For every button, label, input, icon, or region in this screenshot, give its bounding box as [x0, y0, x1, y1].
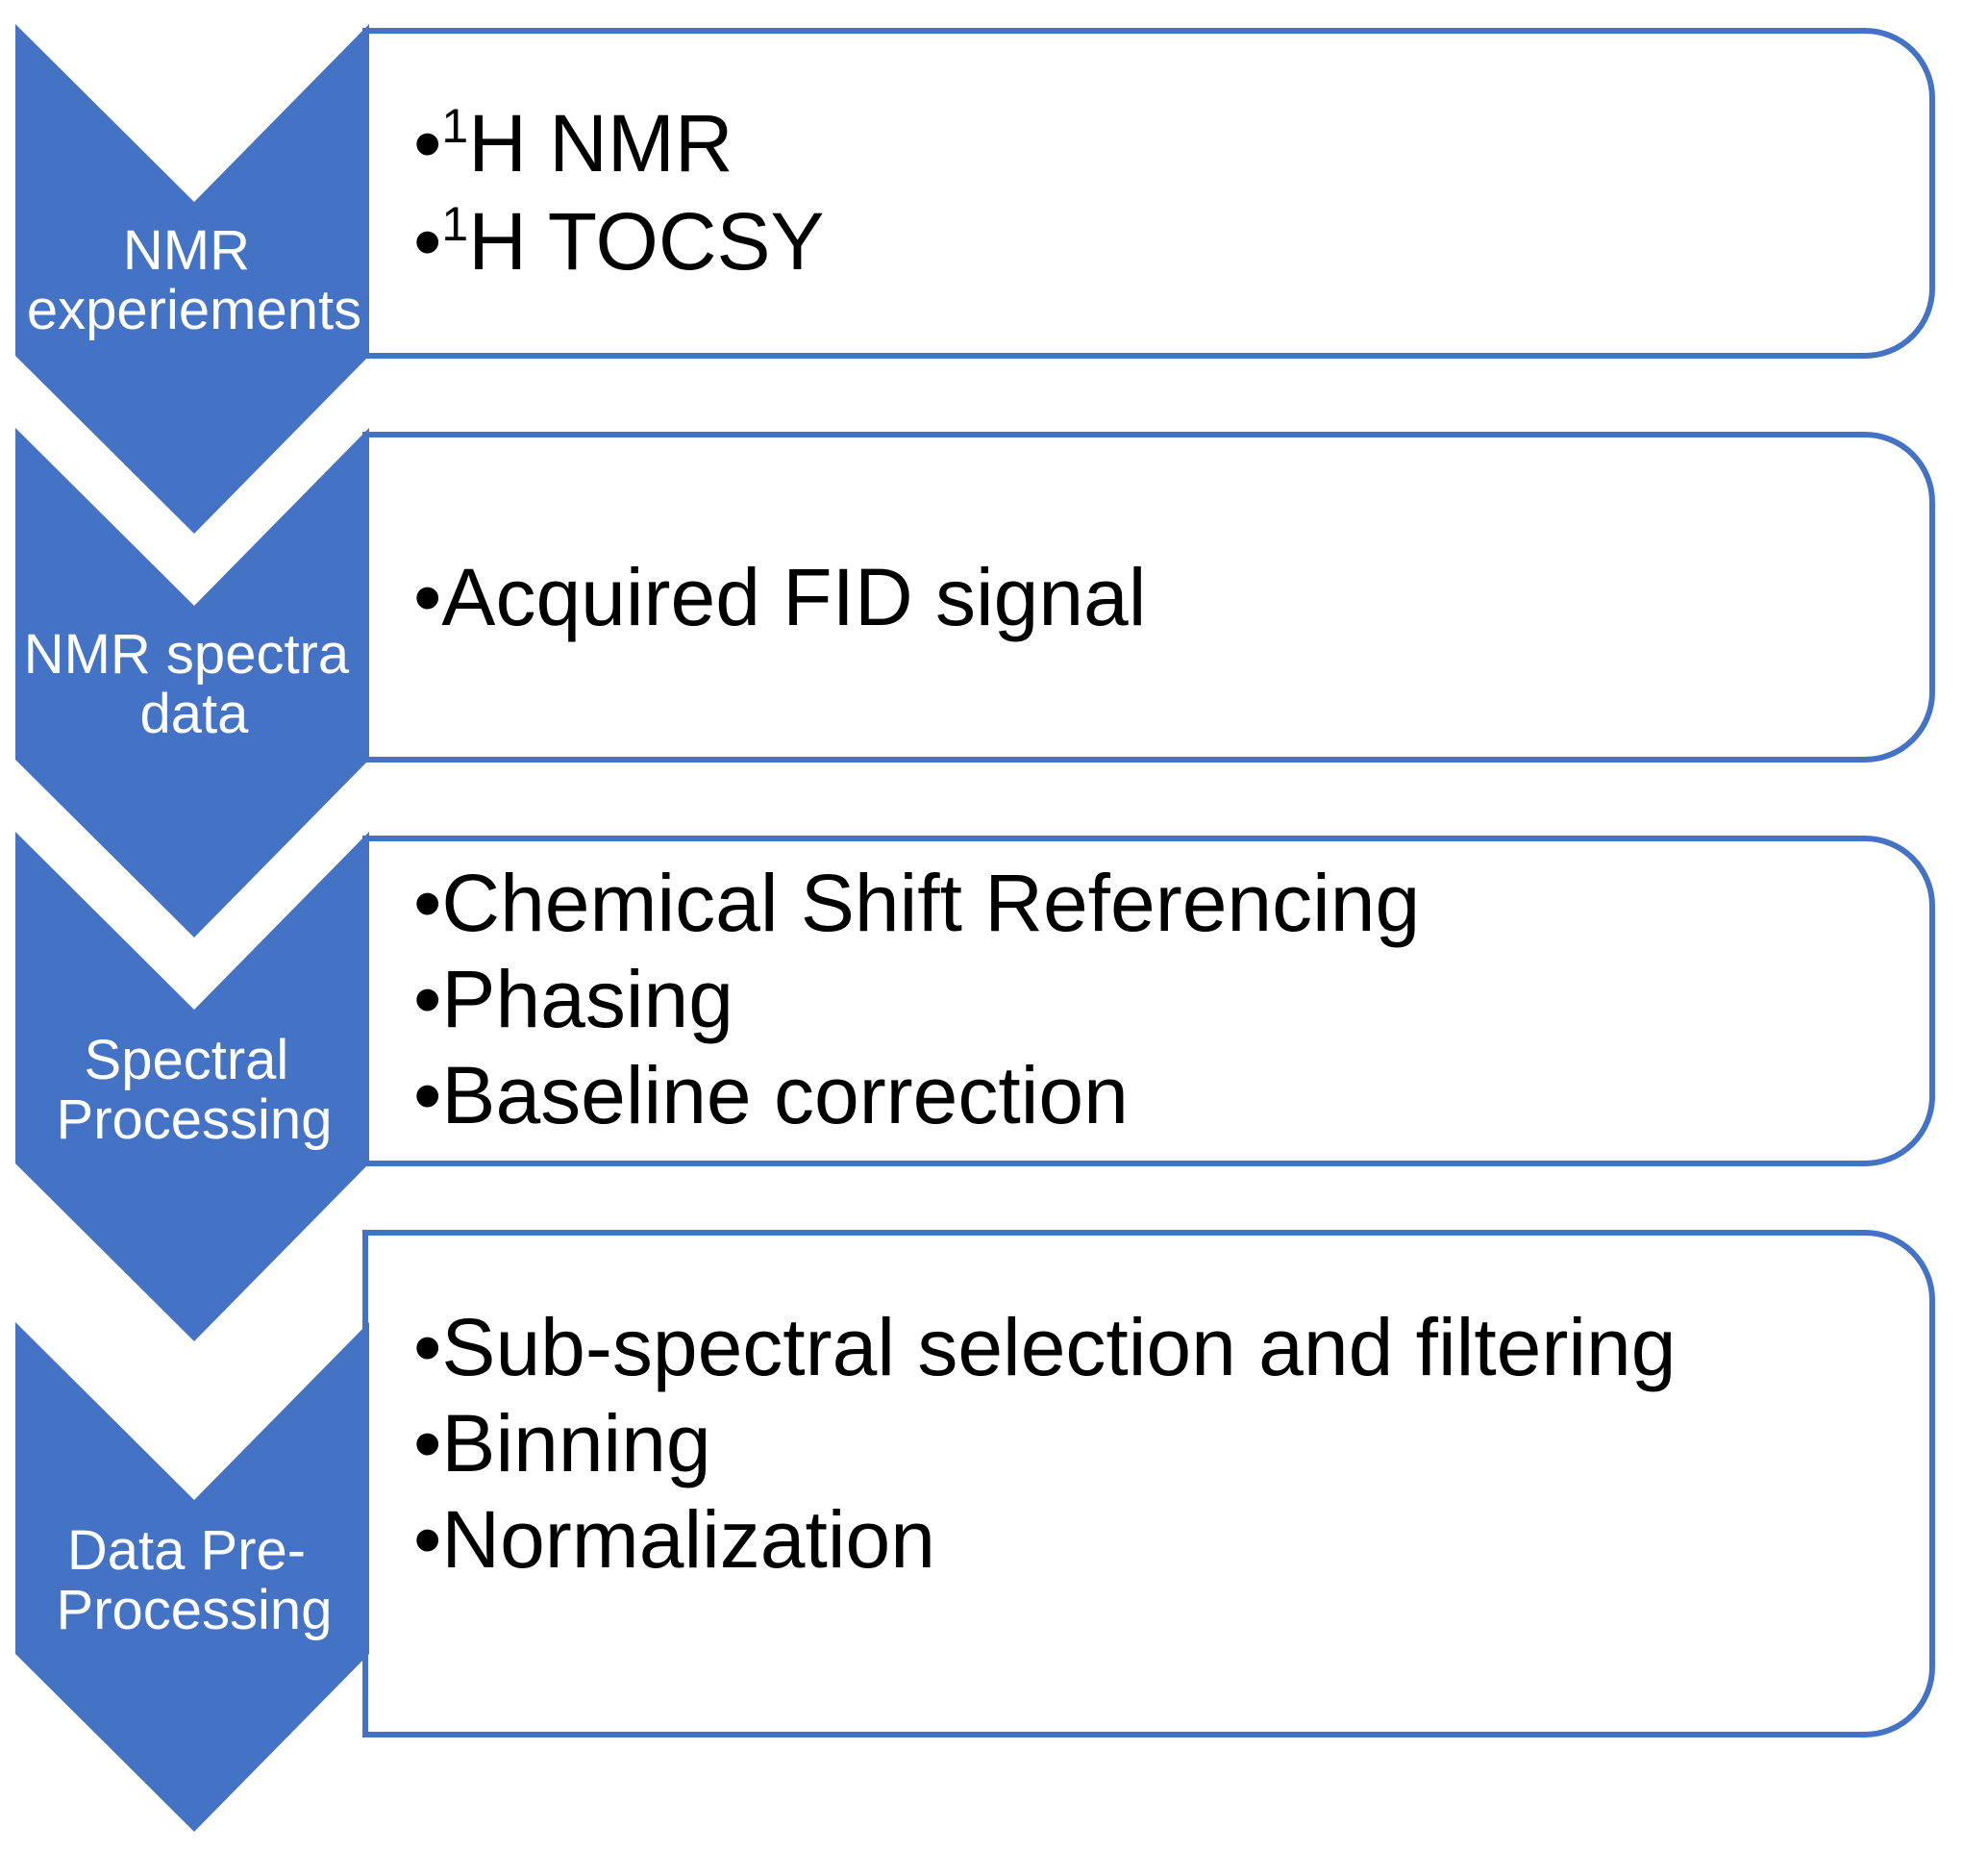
- step-nmr-spectra-data: NMR spectra data •Acquired FID signal: [15, 428, 1935, 938]
- step-1-label-line-2: experiements: [27, 279, 361, 341]
- step-4-bullet-3: •Normalization: [413, 1494, 935, 1585]
- step-spectral-processing: Spectral Processing •Chemical Shift Refe…: [15, 832, 1935, 1341]
- step-4-label: Data Pre- Processing: [57, 1519, 333, 1641]
- step-2-bullet-1: •Acquired FID signal: [413, 552, 1146, 642]
- step-4-box: [362, 1230, 1935, 1738]
- step-3-label-line-1: Spectral: [85, 1029, 289, 1091]
- step-3-chevron: [15, 832, 369, 1341]
- step-2-label: NMR spectra data: [24, 623, 365, 745]
- step-2-label-line-1: NMR spectra: [24, 623, 350, 686]
- step-4-bullet-2-text: Binning: [441, 1398, 710, 1488]
- step-3-box: [362, 836, 1935, 1166]
- step-3-bullet-1: •Chemical Shift Referencing: [413, 858, 1420, 948]
- step-4-bullet-1-text: Sub-spectral selection and filtering: [441, 1302, 1676, 1392]
- step-1-bullet-2: •1H TOCSY: [413, 196, 825, 287]
- step-nmr-experiments: NMR experiements •1H NMR •1H TOCSY: [15, 24, 1935, 534]
- step-1-bullet-1-text: H NMR: [468, 98, 733, 188]
- step-2-box: [362, 432, 1935, 762]
- step-3-bullet-3: •Baseline correction: [413, 1050, 1129, 1140]
- step-1-bullet-2-sup: 1: [441, 197, 468, 251]
- step-4-bullet-3-text: Normalization: [441, 1494, 935, 1585]
- step-1-bullet-2-text: H TOCSY: [468, 196, 824, 287]
- step-2-bullet-1-text: Acquired FID signal: [441, 552, 1146, 642]
- step-3-label-line-2: Processing: [57, 1088, 333, 1151]
- step-3-bullet-2-text: Phasing: [441, 954, 733, 1044]
- step-1-chevron: [15, 24, 369, 534]
- step-1-box: [362, 28, 1935, 359]
- step-data-pre-processing: Data Pre- Processing •Sub-spectral selec…: [15, 1230, 1935, 1832]
- step-4-chevron: [15, 1322, 369, 1832]
- step-3-bullet-1-text: Chemical Shift Referencing: [441, 858, 1420, 948]
- step-4-label-line-1: Data Pre-: [67, 1519, 306, 1582]
- step-1-bullet-1-sup: 1: [441, 99, 468, 153]
- step-1-label: NMR experiements: [27, 219, 361, 341]
- step-4-label-line-2: Processing: [57, 1579, 333, 1641]
- step-3-label: Spectral Processing: [57, 1029, 333, 1151]
- step-2-label-line-2: data: [140, 683, 250, 745]
- step-4-bullet-2: •Binning: [413, 1398, 711, 1488]
- step-1-label-line-1: NMR: [123, 219, 250, 282]
- step-3-bullet-3-text: Baseline correction: [441, 1050, 1128, 1140]
- step-3-bullet-2: •Phasing: [413, 954, 733, 1044]
- step-2-chevron: [15, 428, 369, 938]
- step-4-bullet-1: •Sub-spectral selection and filtering: [413, 1302, 1676, 1392]
